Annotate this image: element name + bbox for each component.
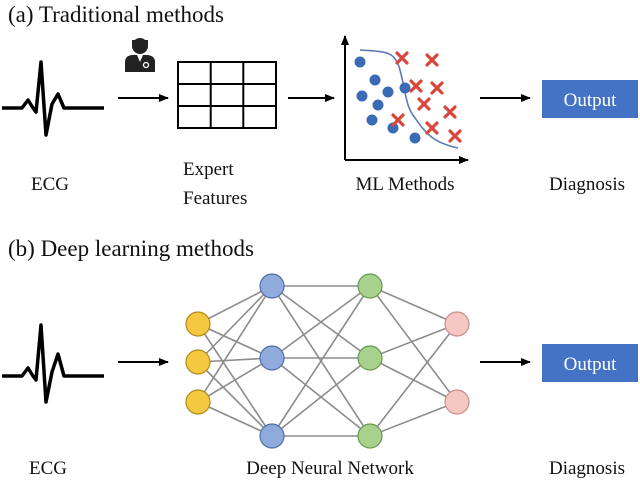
network-edge [369,401,458,437]
network-node [185,389,211,415]
expert-features-grid [177,61,277,129]
scatter-cross [395,51,409,65]
ecg-waveform-icon [2,323,104,404]
output-box-a [542,80,638,118]
network-node [259,273,285,299]
network-label: Deep Neural Network [246,458,414,479]
ecg-label-b: ECG [29,458,67,479]
scatter-dot [399,82,411,94]
output-label-b: Output [564,354,618,375]
network-node [185,311,211,337]
scatter-cross [391,113,405,127]
network-node [185,349,211,375]
network-node [357,273,383,299]
scatter-cross [417,97,431,111]
network-node [259,423,285,449]
scatter-cross [409,79,423,93]
scatter-dot [369,74,381,86]
diagnosis-label-a: Diagnosis [549,174,625,195]
scatter-cross [443,105,457,119]
network-edge [197,357,273,403]
network-edge [271,357,371,437]
network-edge [369,323,458,437]
network-node [259,345,285,371]
decision-boundary [359,49,459,149]
section-a-title: (a) Traditional methods [8,2,224,27]
network-edge [197,285,273,403]
scatter-cross [448,129,462,143]
diagnosis-label-b: Diagnosis [549,458,625,479]
scatter-crosses [391,51,462,143]
network-node [357,423,383,449]
scatter-dot [354,56,366,68]
ecg-label-a: ECG [31,174,69,195]
network-node [357,345,383,371]
network-edge [197,323,273,359]
scatter-dot [387,122,399,134]
scatter-dot [409,132,421,144]
scatter-dot [382,86,394,98]
features-label-line1: Expert [183,159,234,180]
doctor-icon [125,38,155,72]
scatter-cross [425,121,439,135]
network-edge [197,361,273,437]
scatter-dot [356,90,368,102]
network-nodes [185,273,470,449]
network-node [444,311,470,337]
scatter-cross [425,53,439,67]
network-node [444,389,470,415]
network-edge [369,323,458,359]
output-label-a: Output [564,90,618,111]
ml-methods-label: ML Methods [355,174,454,195]
network-edge [369,285,458,325]
scatter-cross [430,81,444,95]
features-label-line2: Features [183,188,247,209]
section-b-title: (b) Deep learning methods [8,236,254,261]
network-edge [271,285,371,437]
network-edge [197,401,273,437]
scatter-dots [354,56,421,144]
scatter-dot [366,114,378,126]
neural-network [185,273,470,449]
ecg-waveform-icon [2,60,104,137]
network-edge [197,285,273,363]
network-edge [369,285,458,403]
ml-scatter-plot [341,35,469,164]
scatter-dot [372,99,384,111]
network-edge [197,285,273,325]
network-edges [197,285,458,437]
network-edge [271,285,371,359]
output-box-b [542,344,638,382]
